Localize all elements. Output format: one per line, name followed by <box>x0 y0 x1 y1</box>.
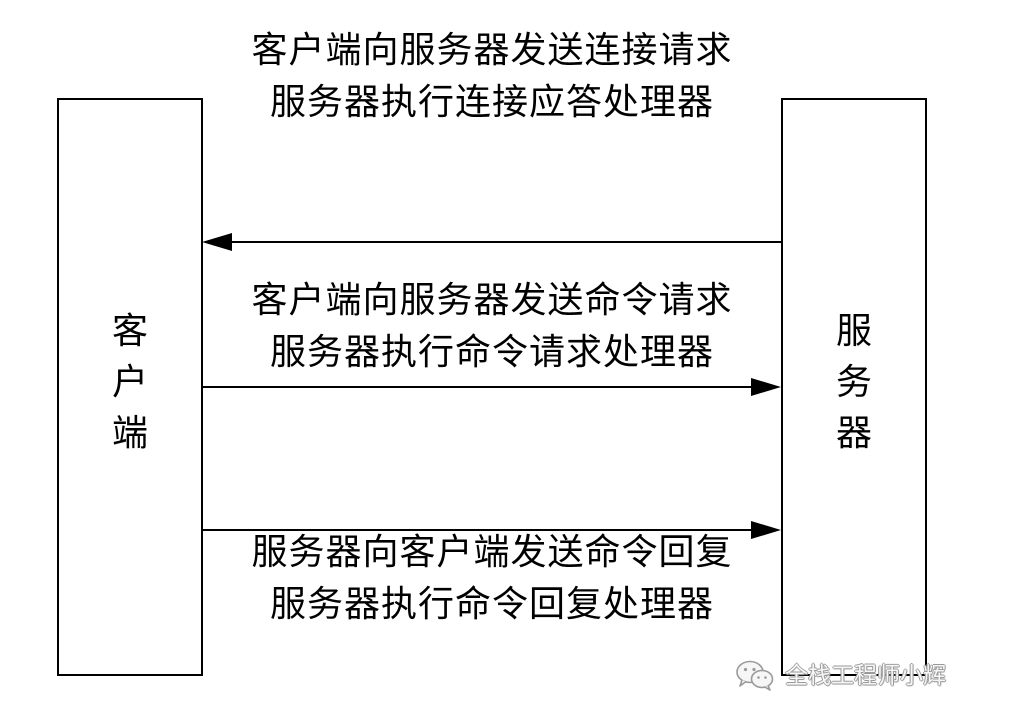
message-line: 服务器执行命令请求处理器 <box>269 332 714 372</box>
message-line: 服务器执行连接应答处理器 <box>269 82 714 122</box>
connect-request-message: 客户端向服务器发送连接请求 服务器执行连接应答处理器 <box>202 24 782 128</box>
command-request-message: 客户端向服务器发送命令请求 服务器执行命令请求处理器 <box>202 274 782 378</box>
message-line: 服务器执行命令回复处理器 <box>269 584 714 624</box>
arrow-client-to-server-request <box>203 378 781 396</box>
arrow-head-right <box>751 378 781 396</box>
server-lifeline-box: 服务器 <box>781 98 927 676</box>
watermark-text: 全栈工程师小辉 <box>785 662 946 688</box>
server-label: 服务器 <box>836 311 873 453</box>
arrow-head-left <box>202 233 232 251</box>
arrow-server-to-client <box>202 233 781 251</box>
message-line: 服务器向客户端发送命令回复 <box>251 532 733 572</box>
message-line: 客户端向服务器发送连接请求 <box>251 30 733 70</box>
client-lifeline-box: 客户端 <box>57 98 203 676</box>
client-label: 客户端 <box>112 311 149 453</box>
watermark: 全栈工程师小辉 <box>735 657 946 693</box>
wechat-icon <box>736 660 774 691</box>
message-line: 客户端向服务器发送命令请求 <box>251 280 733 320</box>
command-reply-message: 服务器向客户端发送命令回复 服务器执行命令回复处理器 <box>202 526 782 630</box>
